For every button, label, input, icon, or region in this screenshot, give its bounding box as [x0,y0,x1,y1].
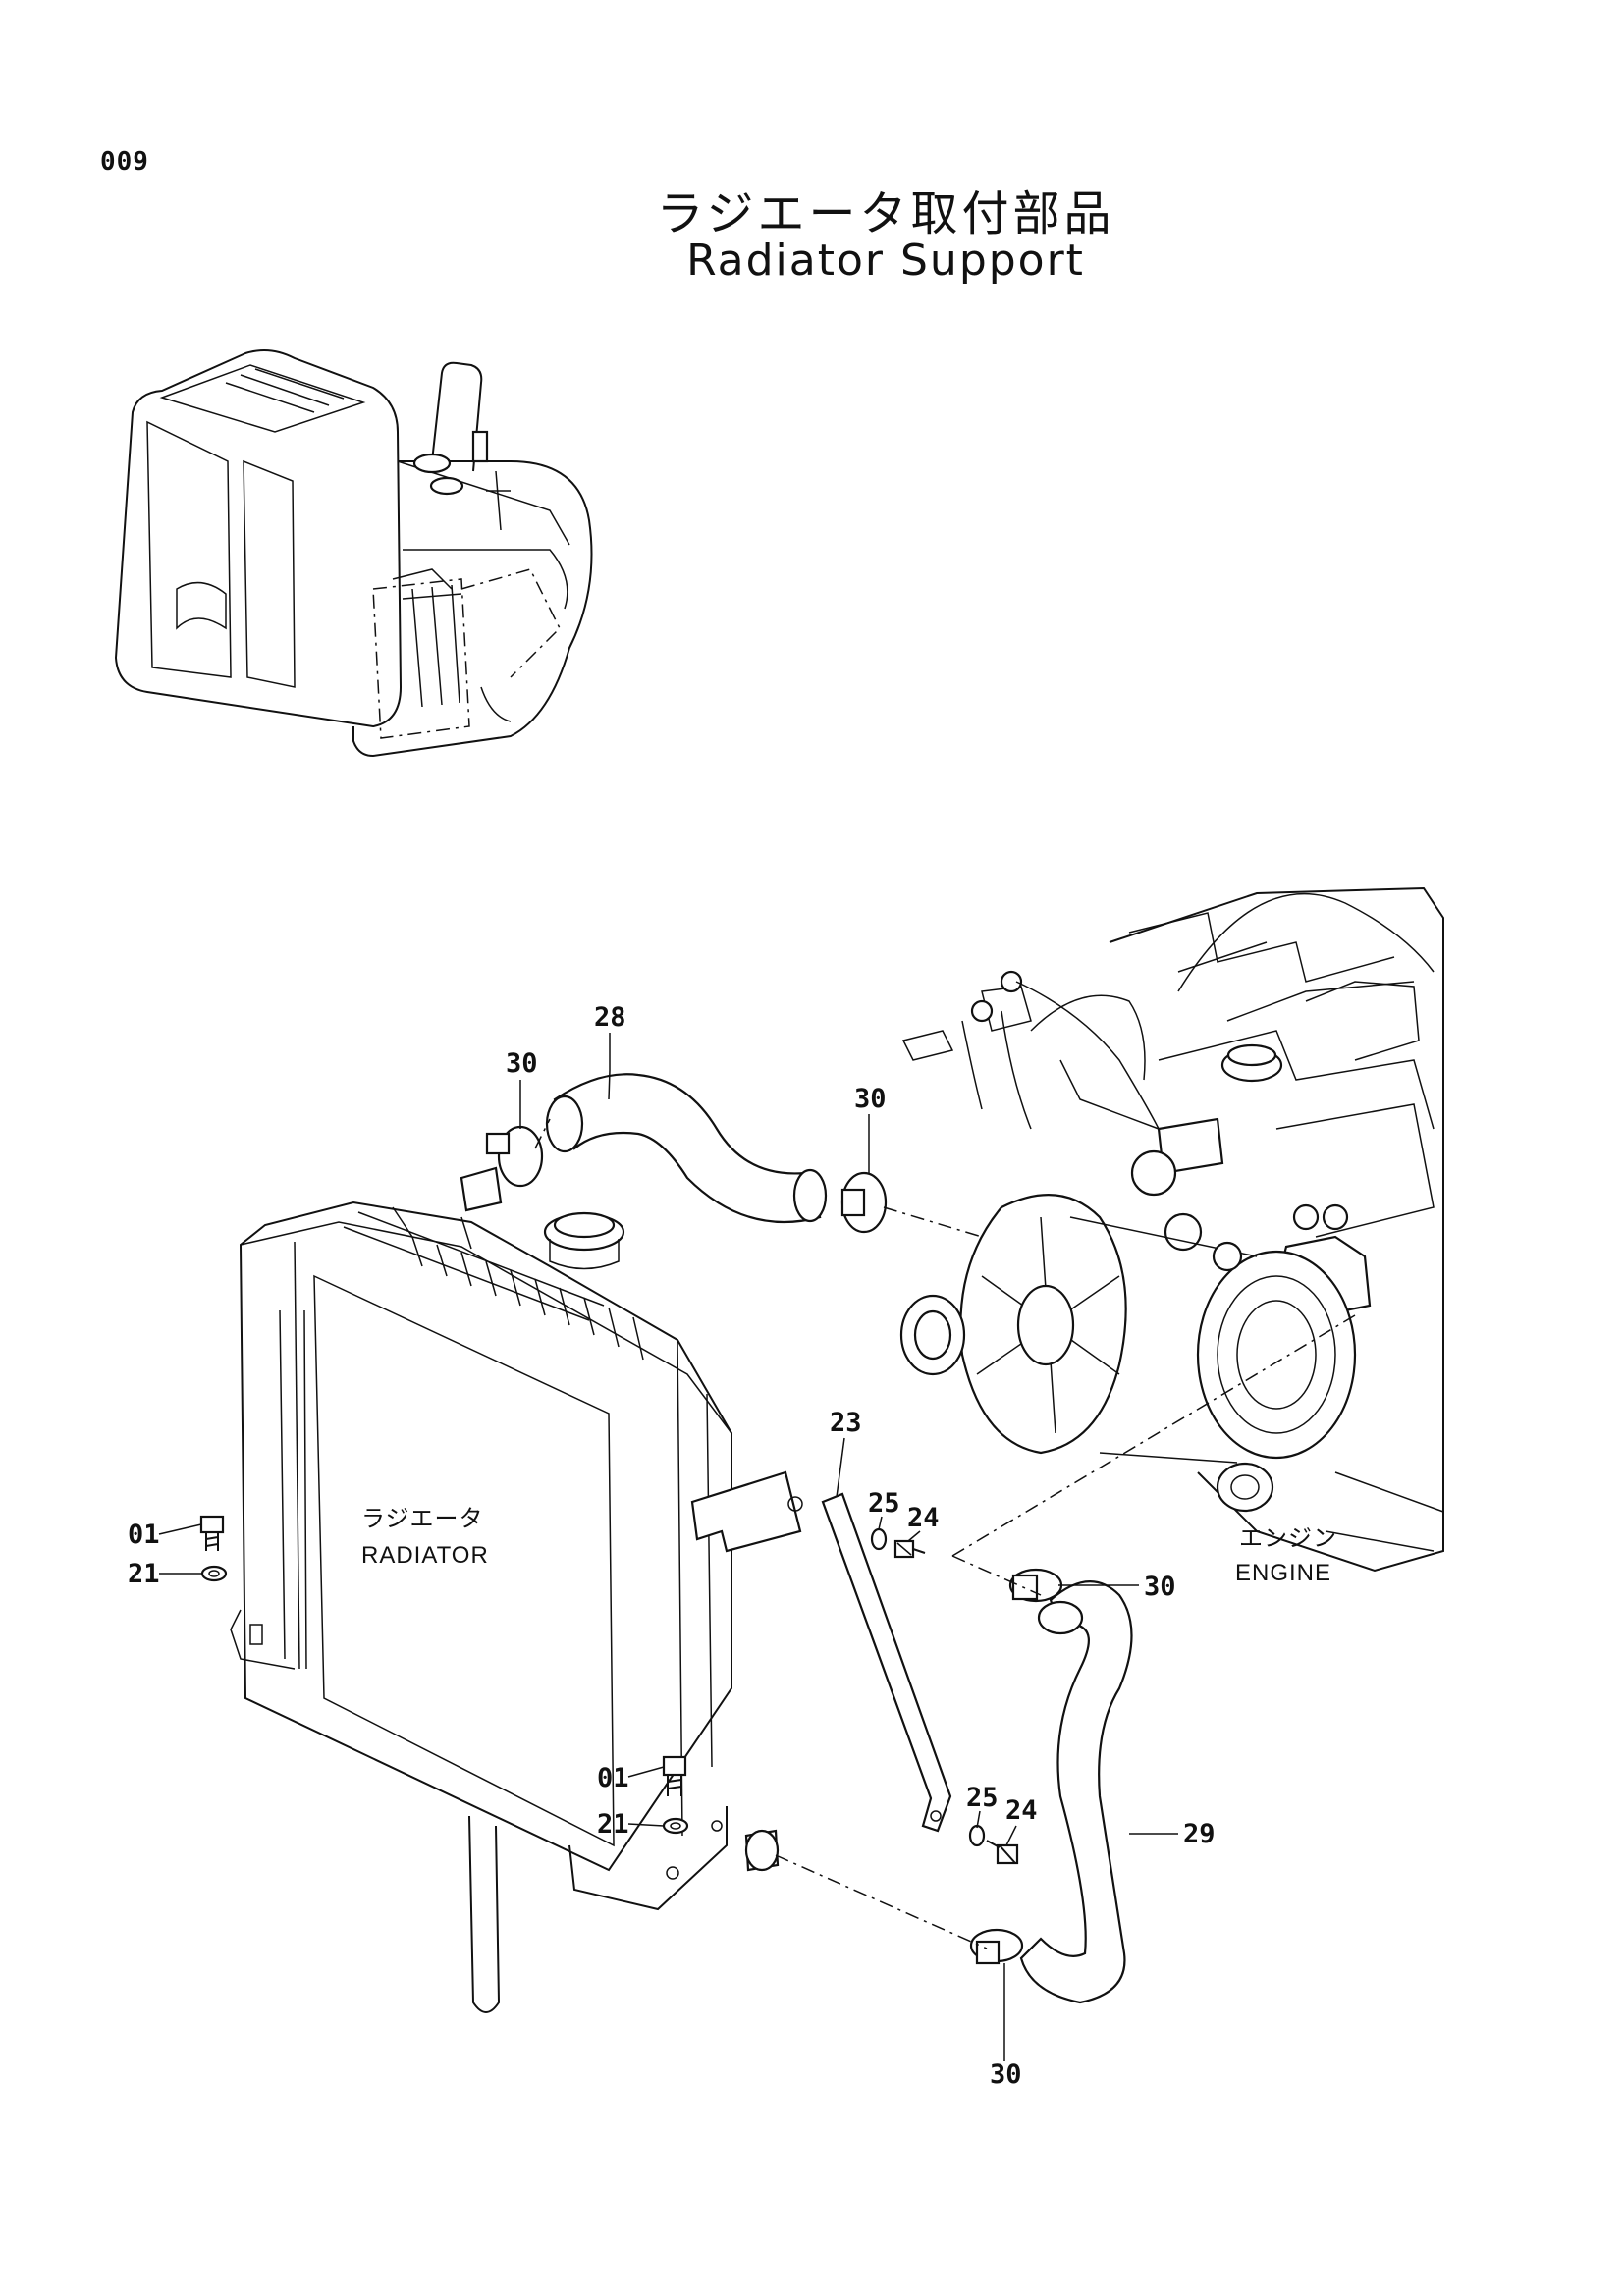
callout-21-bottom: 21 [597,1809,629,1840]
bolt-01-bottom [662,1755,687,1796]
callout-21-left: 21 [128,1559,160,1589]
bolt-24-top [893,1539,926,1559]
component-labels: ラジエータ RADIATOR エンジン ENGINE [361,1506,1337,1586]
callout-30-bottom: 30 [990,2059,1022,2090]
callout-30-top-right: 30 [854,1084,887,1114]
callout-30-top-left: 30 [506,1048,538,1079]
callout-30-engine: 30 [1144,1572,1176,1602]
radiator-illustration [230,1166,803,2013]
radiator-label-english: RADIATOR [361,1542,489,1569]
hose-clamp-top-right [840,1171,888,1234]
hose-clamp-bottom [969,1928,1024,1965]
callout-labels: 28 30 30 30 30 29 23 25 24 25 24 01 21 0… [128,1002,1216,2090]
washer-25-top [870,1527,888,1551]
page-title-japanese: ラジエータ取付部品 [656,187,1115,241]
machine-overview-illustration [114,348,593,758]
leader-lines [158,1033,1356,2061]
lower-hose-29 [1019,1580,1133,2004]
bolt-24-bottom [986,1840,1019,1865]
bolt-01-left [199,1515,225,1551]
page-number: 009 [100,147,149,177]
washer-25-bottom [968,1824,986,1847]
callout-25-top: 25 [868,1488,900,1519]
callout-01-left: 01 [128,1520,160,1550]
upper-hose-28 [545,1073,828,1224]
callout-28: 28 [594,1002,626,1033]
radiator-label-japanese: ラジエータ [361,1506,484,1532]
engine-illustration [899,886,1444,1573]
callout-25-bottom: 25 [966,1783,999,1813]
stay-23 [821,1492,952,1833]
callout-24-bottom: 24 [1005,1795,1038,1826]
hose-clamp-engine [1008,1568,1063,1603]
washer-21-bottom [662,1817,689,1835]
callout-23: 23 [830,1408,862,1438]
callout-01-bottom: 01 [597,1763,629,1793]
engine-label-japanese: エンジン [1239,1525,1337,1552]
callout-29: 29 [1183,1819,1216,1849]
page-title-english: Radiator Support [686,236,1085,286]
callout-24-top: 24 [907,1503,940,1533]
engine-label-english: ENGINE [1235,1560,1331,1586]
washer-21-left [200,1565,228,1582]
